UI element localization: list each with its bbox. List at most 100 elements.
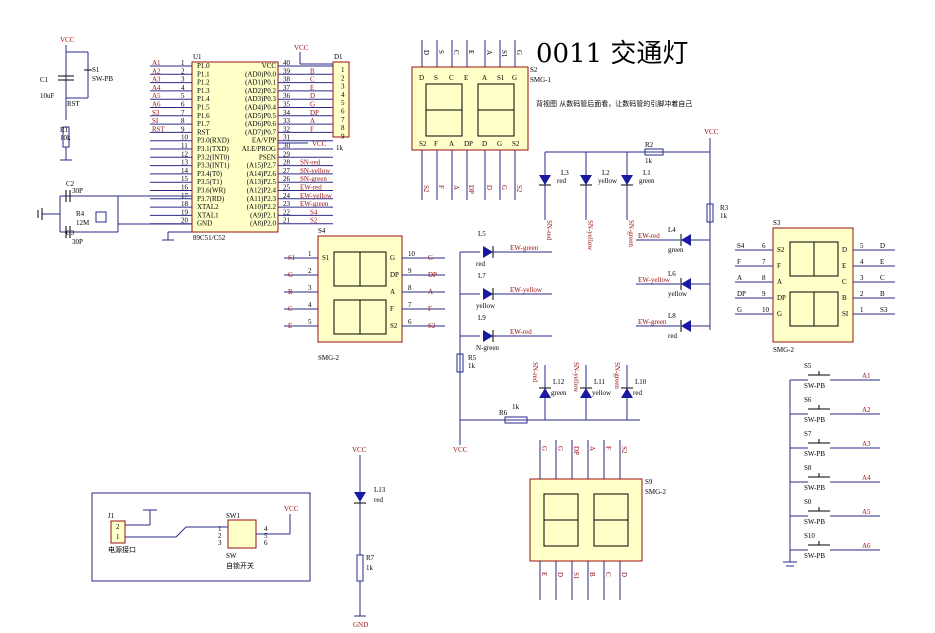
- s9-bot-net: B: [588, 572, 596, 577]
- mcu-pin-label: P3.5(T1): [197, 178, 223, 186]
- mcu-pin-num: 28: [283, 159, 291, 167]
- mcu-net-left: RST: [152, 125, 166, 133]
- key-net: A2: [862, 406, 871, 414]
- mcu-pin-label: P1.2: [197, 79, 210, 87]
- smg1-top-pin: S: [437, 50, 445, 54]
- s4-ref: S4: [318, 227, 326, 235]
- sn-led-color: yellow: [592, 389, 612, 397]
- s4-rnet: DP: [428, 271, 437, 279]
- mcu-pin-num: 32: [283, 125, 291, 133]
- mcu-pin-label: (A15)P2.7: [247, 162, 277, 170]
- s4-inr: G: [390, 254, 395, 262]
- j1-label: 电源接口: [108, 545, 136, 554]
- l13-color: red: [374, 496, 383, 504]
- sw1-pin6: 6: [264, 539, 268, 547]
- mcu-pin-num: 11: [181, 142, 188, 150]
- back-view-note: 背视图 从数码管后面看，让数码管的引脚冲着自己: [536, 99, 692, 108]
- smg1-top-pin: C: [452, 50, 460, 55]
- s1-value: SW-PB: [92, 75, 113, 83]
- sw1-pin4: 4: [264, 525, 268, 533]
- ns-led-color: green: [639, 177, 655, 185]
- vcc-label-l13: VCC: [352, 446, 367, 454]
- c2-value: 30P: [72, 187, 83, 195]
- s3-inr: SI: [842, 310, 849, 318]
- mcu-pin-num: 39: [283, 67, 291, 75]
- rst-label: RST: [67, 100, 81, 108]
- smg1-bot-net: G: [500, 185, 508, 190]
- d1-ref: D1: [334, 53, 343, 61]
- mcu-pin-num: 38: [283, 76, 291, 84]
- mcu-net-right: S2: [310, 217, 318, 225]
- s3-inr: D: [842, 246, 847, 254]
- mcu-pin-label: P3.2(INT0): [197, 153, 230, 161]
- vcc-label-reset: VCC: [60, 36, 75, 44]
- smg1-inner-pin: D: [419, 74, 424, 82]
- s4-lpin: 1: [308, 250, 312, 258]
- mcu-net-right: D: [310, 92, 315, 100]
- smg1-top-pin: E: [467, 50, 475, 54]
- mcu-net-right: F: [310, 125, 314, 133]
- s3-rpin: 1: [860, 306, 864, 314]
- s4-rnet: S2: [428, 322, 436, 330]
- gnd-label-l13: GND: [353, 621, 368, 629]
- ns-led-ref: L2: [602, 169, 610, 177]
- power-input-block: J1 2 1 电源接口 SW1 1 2 3 4 5 6 SW 自锁开关 VCC: [91, 492, 311, 582]
- mcu-net-right: S4: [310, 208, 318, 216]
- vcc-label-leds: VCC: [704, 128, 719, 136]
- s1-ref: S1: [92, 66, 100, 74]
- ns-led-ref: L3: [561, 169, 569, 177]
- s4-part: SMG-2: [318, 354, 340, 362]
- s9-bot-net: C: [604, 572, 612, 577]
- sw1-pin2: 2: [218, 532, 222, 540]
- c1-value: 10uF: [40, 92, 55, 100]
- mcu-pin-label: (AD5)P0.5: [245, 112, 276, 120]
- smg1-bot-net: DP: [467, 185, 475, 194]
- key-ref: S7: [804, 430, 812, 438]
- smg1-bot-net: S2: [422, 185, 430, 193]
- sn-led-color: red: [633, 389, 642, 397]
- s9-top-net: G: [540, 446, 548, 451]
- mcu-pin-num: 2: [181, 67, 185, 75]
- mcu-net-right: SN-green: [300, 175, 327, 183]
- smg1-top-pin: D: [422, 50, 430, 55]
- s3-inl: DP: [777, 294, 786, 302]
- traffic-light-network: VCC R2 1k R3 1k L3redSN-redL2yellowSN-ye…: [453, 128, 729, 454]
- key-ref: S10: [804, 532, 815, 540]
- mcu-pin-label: P1.3: [197, 87, 210, 95]
- s3-rpin: 4: [860, 258, 864, 266]
- mcu-pin-num: 33: [283, 117, 291, 125]
- ew-led-net: EW-yellow: [638, 276, 671, 284]
- j1-ref: J1: [108, 512, 115, 520]
- s3-rnet: B: [880, 290, 885, 298]
- r5-ref: R5: [468, 354, 477, 362]
- s4-lpin: 4: [308, 301, 312, 309]
- s3-lnet: DP: [737, 290, 746, 298]
- s4-rnet: F: [428, 305, 432, 313]
- s3-inl: S2: [777, 246, 785, 254]
- smg1-inner-bot: A: [449, 140, 454, 148]
- mcu-pin-label: PSEN: [259, 153, 276, 161]
- r1-value: 10k: [60, 134, 71, 142]
- ns-led-ref: L1: [643, 169, 651, 177]
- mcu-pin-num: 5: [181, 92, 185, 100]
- sw1-ref: SW1: [226, 512, 241, 520]
- mcu-pin-label: XTAL2: [197, 203, 219, 211]
- smg1-bot-net: F: [437, 185, 445, 189]
- mcu-pin-label: (A8)P2.0: [250, 220, 276, 228]
- mcu-pin-label: ALE/PROG: [242, 145, 276, 153]
- mcu-pin-num: 12: [181, 150, 189, 158]
- key-value: SW-PB: [804, 552, 825, 560]
- s3-rpin: 3: [860, 274, 864, 282]
- mcu-pin-label: P3.4(T0): [197, 170, 223, 178]
- key-ref: S5: [804, 362, 812, 370]
- we-led-color: N-green: [476, 344, 499, 352]
- s4-inr: DP: [390, 271, 399, 279]
- mcu-pin-num: 25: [283, 184, 291, 192]
- d1-pin: 9: [341, 132, 345, 140]
- ew-led-net: EW-green: [638, 318, 667, 326]
- d1-pin: 2: [341, 74, 345, 82]
- r2-value: 1k: [645, 157, 653, 165]
- mcu-pin-num: 21: [283, 217, 291, 225]
